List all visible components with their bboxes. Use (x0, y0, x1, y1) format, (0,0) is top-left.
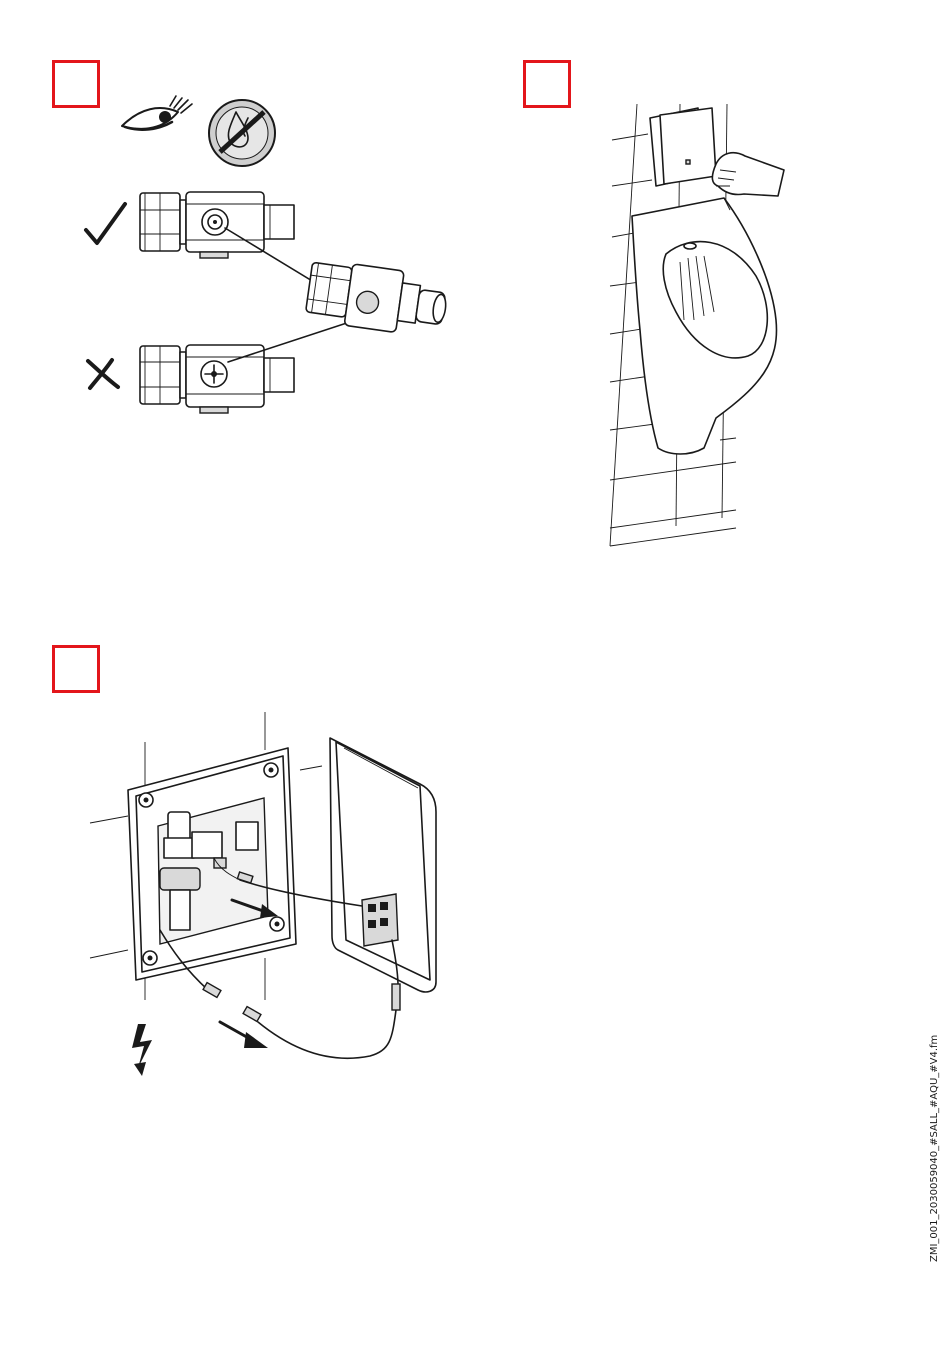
mounting-frame (128, 748, 296, 980)
lightning-icon (132, 1024, 152, 1076)
arrow-icon (220, 1022, 268, 1048)
terminal-block (362, 894, 398, 946)
footer-file-code: ZMI_001_2030059040_#SALL_#AQU_#V4.fm (929, 1035, 940, 1262)
cover-panel (330, 738, 436, 992)
